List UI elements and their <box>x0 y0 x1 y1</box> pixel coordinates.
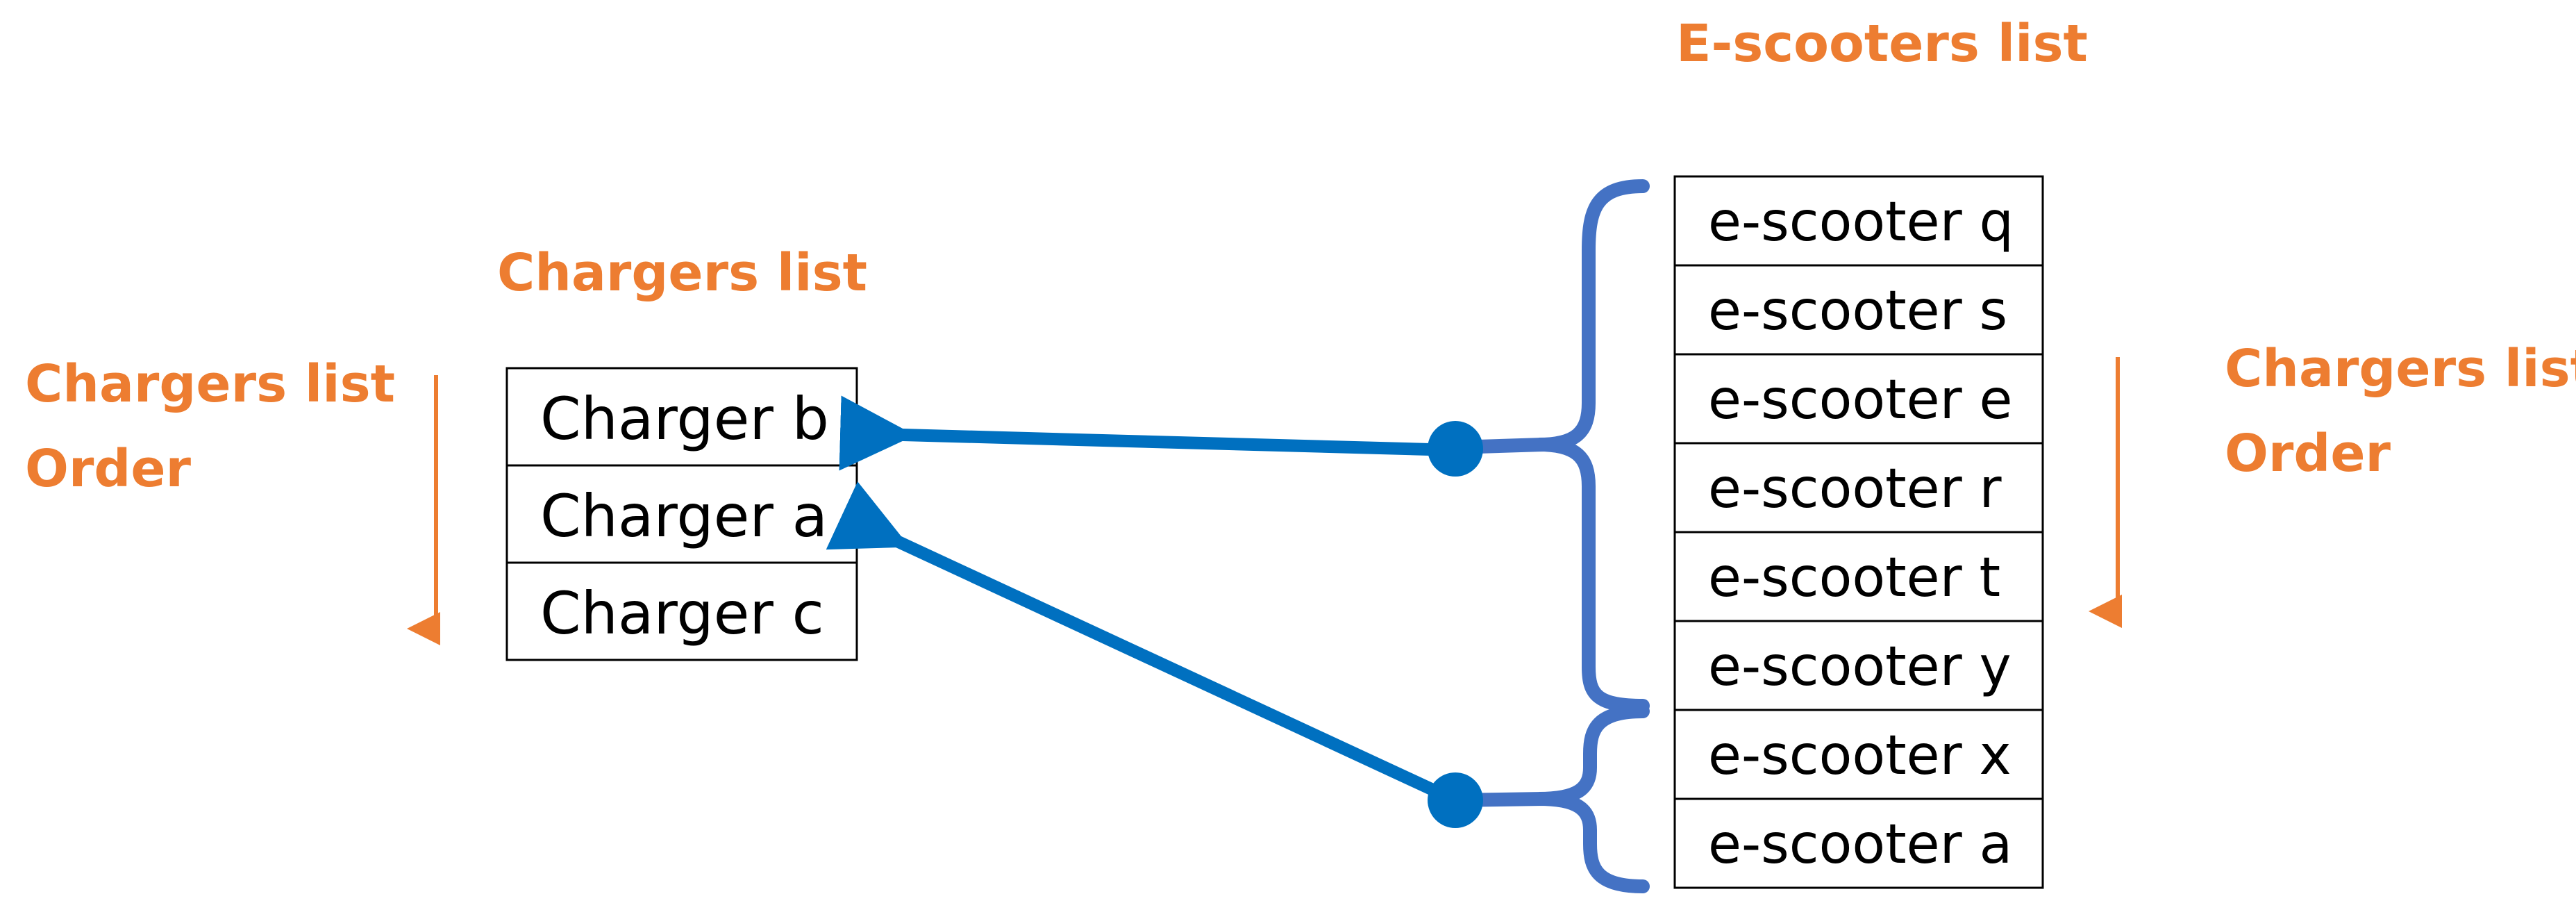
chargers-list-item-label: Charger c <box>540 579 824 647</box>
escooters-list-item: e-scooter a <box>1673 797 2044 889</box>
upper-group-brace <box>1538 179 1650 713</box>
chargers-list-item-label: Charger a <box>540 482 828 550</box>
upper-group-connector-dot <box>1428 421 1483 477</box>
chargers-list-item: Charger a <box>505 464 858 564</box>
escooters-list-item-label: e-scooter s <box>1708 280 2007 342</box>
escooters-list-item-label: e-scooter y <box>1708 636 2012 698</box>
right-order-label-line1: Chargers list <box>2225 339 2576 399</box>
escooters-list-table: e-scooter q e-scooter s e-scooter e e-sc… <box>1673 175 2044 889</box>
assignment-arrow-charger-b <box>839 395 1456 471</box>
escooters-list-item: e-scooter x <box>1673 709 2044 800</box>
escooters-list-item-label: e-scooter x <box>1708 725 2012 787</box>
assignment-arrow-charger-a <box>826 481 1458 806</box>
escooters-list-item: e-scooter s <box>1673 264 2044 356</box>
escooters-list-title: E-scooters list <box>1676 14 2088 74</box>
right-order-label-line2: Order <box>2225 424 2391 483</box>
chargers-list-table: Charger b Charger a Charger c <box>505 367 858 661</box>
lower-group-connector-dot <box>1428 772 1483 828</box>
escooters-list-item-label: e-scooter t <box>1708 547 2000 609</box>
chargers-list-item-label: Charger b <box>540 385 829 453</box>
chargers-list-item: Charger b <box>505 367 858 467</box>
escooters-list-item-label: e-scooter q <box>1708 191 2014 254</box>
escooters-list-item: e-scooter q <box>1673 175 2044 267</box>
chargers-list-item: Charger c <box>505 561 858 661</box>
escooters-list-item: e-scooter r <box>1673 442 2044 533</box>
left-order-label-line2: Order <box>25 439 192 499</box>
escooters-list-item: e-scooter t <box>1673 531 2044 622</box>
lower-group-brace <box>1538 704 1650 893</box>
left-order-label-line1: Chargers list <box>25 354 395 414</box>
escooters-list-item-label: e-scooter r <box>1708 458 2002 520</box>
escooters-list-item: e-scooter y <box>1673 620 2044 711</box>
escooters-list-item-label: e-scooter e <box>1708 369 2013 431</box>
escooters-list-item-label: e-scooter a <box>1708 813 2012 876</box>
chargers-list-title: Chargers list <box>497 243 867 303</box>
escooters-list-item: e-scooter e <box>1673 353 2044 445</box>
